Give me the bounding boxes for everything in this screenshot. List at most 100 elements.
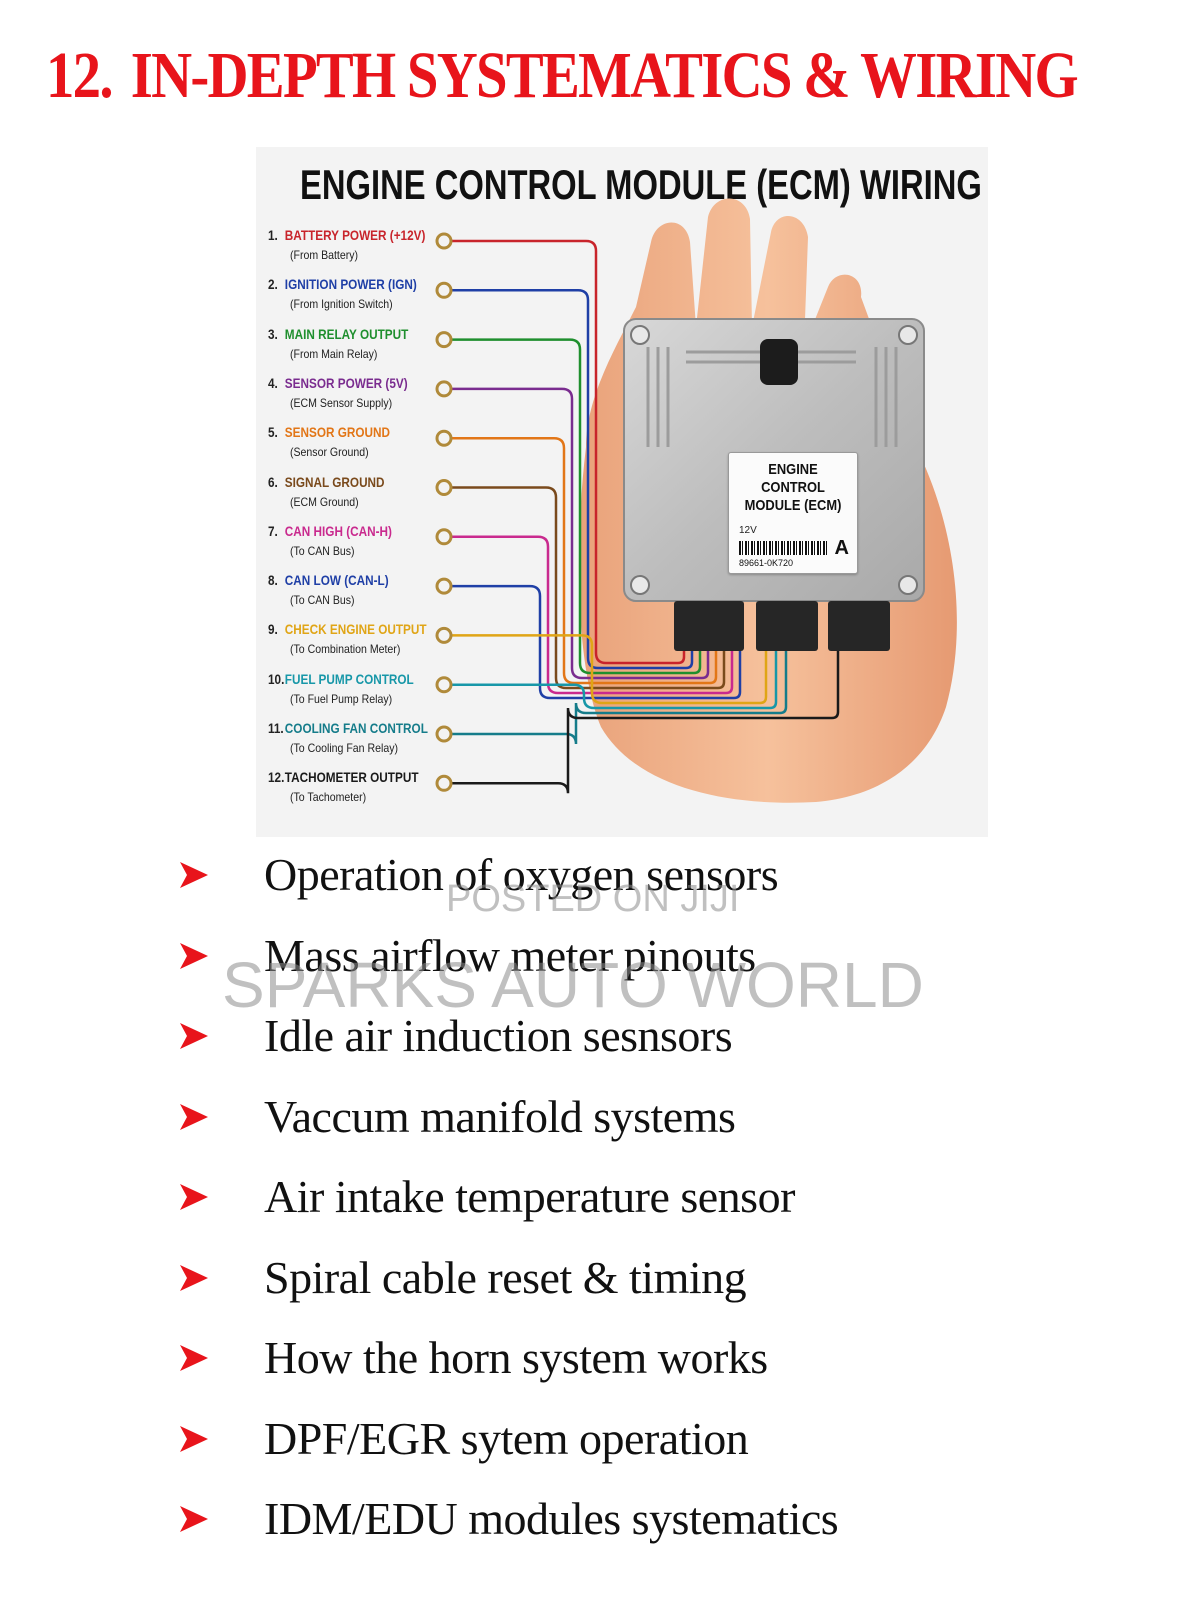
- wire-label-name: 10.FUEL PUMP CONTROL: [268, 671, 428, 687]
- wire-path: [452, 584, 742, 700]
- ecm-wiring-figure: ENGINE CONTROL MODULE (ECM) WIRING: [256, 147, 988, 837]
- topic-text: Mass airflow meter pinouts: [264, 929, 756, 981]
- wire-name: TACHOMETER OUTPUT: [284, 769, 419, 786]
- arrow-bullet-icon: [180, 1264, 208, 1291]
- wire-label: 4. SENSOR POWER (5V) (ECM Sensor Supply): [268, 375, 458, 415]
- ring-terminal: [435, 626, 453, 644]
- wire-number: 2.: [268, 276, 278, 293]
- topic-text: Vaccum manifold systems: [264, 1090, 736, 1142]
- wire-label-name: 8.CAN LOW (CAN-L): [268, 572, 428, 588]
- arrow-bullet-icon: [180, 942, 208, 969]
- topic-text: How the horn system works: [264, 1332, 768, 1383]
- wire-name: CHECK ENGINE OUTPUT: [284, 621, 427, 638]
- page-heading: 12.IN-DEPTH SYSTEMATICS & WIRING: [46, 38, 1079, 114]
- arrow-bullet-icon: [180, 1023, 208, 1049]
- wire-label-name: 7.CAN HIGH (CAN-H): [268, 523, 428, 539]
- wire-label-name: 2. IGNITION POWER (IGN): [268, 276, 428, 292]
- topic-text: DPF/EGR sytem operation: [264, 1412, 749, 1464]
- wire-number: 9.: [268, 621, 278, 638]
- wire-source: (To Fuel Pump Relay): [290, 691, 393, 706]
- ring-terminals: [435, 232, 453, 792]
- arrow-bullet-icon: [180, 1184, 208, 1210]
- wire-source: (To CAN Bus): [290, 593, 355, 608]
- wire-name: FUEL PUMP CONTROL: [284, 670, 414, 687]
- wire-source: (From Ignition Switch): [290, 297, 393, 312]
- topic-item: DPF/EGR sytem operation: [180, 1412, 1140, 1493]
- ecm-part-number: 89661-0K720: [739, 558, 794, 568]
- wire-name: COOLING FAN CONTROL: [284, 720, 428, 736]
- topic-item: How the horn system works: [180, 1331, 1140, 1412]
- arrow-bullet-icon: [180, 1345, 208, 1371]
- wire-path: [452, 651, 840, 794]
- wire-label: 12.TACHOMETER OUTPUT(To Tachometer): [268, 769, 458, 809]
- wire-name: IGNITION POWER (IGN): [284, 276, 417, 293]
- wire-source: (Sensor Ground): [290, 445, 369, 460]
- ecm-barcode: [739, 541, 827, 555]
- wire-name: SENSOR POWER (5V): [284, 374, 408, 391]
- ring-terminal: [435, 577, 453, 595]
- topic-item: Mass airflow meter pinouts: [180, 929, 1140, 1010]
- ring-terminal: [435, 281, 453, 299]
- wire-label: 10.FUEL PUMP CONTROL (To Fuel Pump Relay): [268, 671, 458, 711]
- wire-label: 11.COOLING FAN CONTROL (To Cooling Fan Re…: [268, 720, 458, 760]
- wire-label: 9. CHECK ENGINE OUTPUT (To Combination Met…: [268, 621, 458, 661]
- heading-number: 12.: [46, 39, 113, 112]
- wire-label-name: 11.COOLING FAN CONTROL: [268, 720, 428, 736]
- wire-number: 5.: [268, 424, 278, 441]
- wire-label: 1.BATTERY POWER (+12V)(From Battery): [268, 227, 458, 267]
- wire-name: MAIN RELAY OUTPUT: [284, 325, 409, 342]
- wire-label-name: 6.SIGNAL GROUND: [268, 474, 428, 490]
- wire-name: SIGNAL GROUND: [284, 473, 385, 490]
- topic-text: Operation of oxygen sensors: [264, 849, 779, 900]
- ecm-sticker: ENGINE CONTROL MODULE (ECM) 12V Made in …: [728, 452, 858, 574]
- wire-source: (From Battery): [290, 248, 359, 262]
- wire-number: 3.: [268, 325, 278, 342]
- ring-terminal: [435, 331, 453, 349]
- topic-item: Vaccum manifold systems: [180, 1090, 1140, 1171]
- topic-item: Operation of oxygen sensors: [180, 848, 1140, 929]
- wire-label-name: 4. SENSOR POWER (5V): [268, 375, 428, 391]
- topic-item: Idle air induction sesnsors: [180, 1009, 1140, 1090]
- arrow-bullet-icon: [180, 1506, 208, 1532]
- ring-terminal: [435, 725, 453, 743]
- wire-label: 3. MAIN RELAY OUTPUT (From Main Relay): [268, 326, 458, 366]
- wire-label: 2. IGNITION POWER (IGN) (From Ignition Swi…: [268, 276, 458, 316]
- topic-text: Idle air induction sesnsors: [264, 1010, 733, 1061]
- wire-path: [452, 651, 778, 710]
- wire-path: [452, 239, 686, 665]
- wire-path: [452, 535, 734, 695]
- ring-terminal: [435, 380, 453, 398]
- ecm-connectors: [674, 601, 890, 651]
- wire-label: 6.SIGNAL GROUND (ECM Ground): [268, 474, 458, 514]
- ring-terminal: [435, 676, 453, 694]
- wire-source: (From Main Relay): [290, 346, 378, 361]
- topic-item: Spiral cable reset & timing: [180, 1251, 1140, 1332]
- ecm-letter: A: [834, 537, 849, 559]
- wire-label: 8.CAN LOW (CAN-L) (To CAN Bus): [268, 572, 458, 612]
- topic-item: IDM/EDU modules systematics: [180, 1492, 1140, 1573]
- wire-source: (To Combination Meter): [290, 642, 401, 657]
- wire-name: SENSOR GROUND: [284, 424, 390, 441]
- wire-source: (ECM Sensor Supply): [290, 395, 393, 410]
- ecm-title-line1: ENGINE CONTROL: [761, 461, 825, 496]
- wire-number: 11.: [268, 720, 284, 736]
- topic-item: Air intake temperature sensor: [180, 1170, 1140, 1251]
- wire-label: 5. SENSOR GROUND (Sensor Ground): [268, 424, 458, 464]
- wire-source: (ECM Ground): [290, 494, 359, 509]
- wire-number: 10.: [268, 670, 285, 687]
- wire-paths: [452, 239, 840, 794]
- ring-terminal: [435, 232, 453, 250]
- ring-terminal: [435, 774, 453, 792]
- wire-path: [452, 634, 768, 705]
- wire-number: 4.: [268, 374, 278, 391]
- wire-number: 8.: [268, 572, 278, 589]
- wire-label-name: 9. CHECK ENGINE OUTPUT: [268, 621, 428, 637]
- wire-source: (To Cooling Fan Relay): [290, 741, 398, 755]
- ecm-voltage: 12V: [739, 525, 757, 536]
- wire-path: [452, 387, 710, 680]
- ecm-title-line2: MODULE (ECM): [744, 497, 842, 514]
- arrow-bullet-icon: [180, 862, 208, 888]
- ring-terminal: [435, 479, 453, 496]
- topic-text: Air intake temperature sensor: [264, 1171, 795, 1222]
